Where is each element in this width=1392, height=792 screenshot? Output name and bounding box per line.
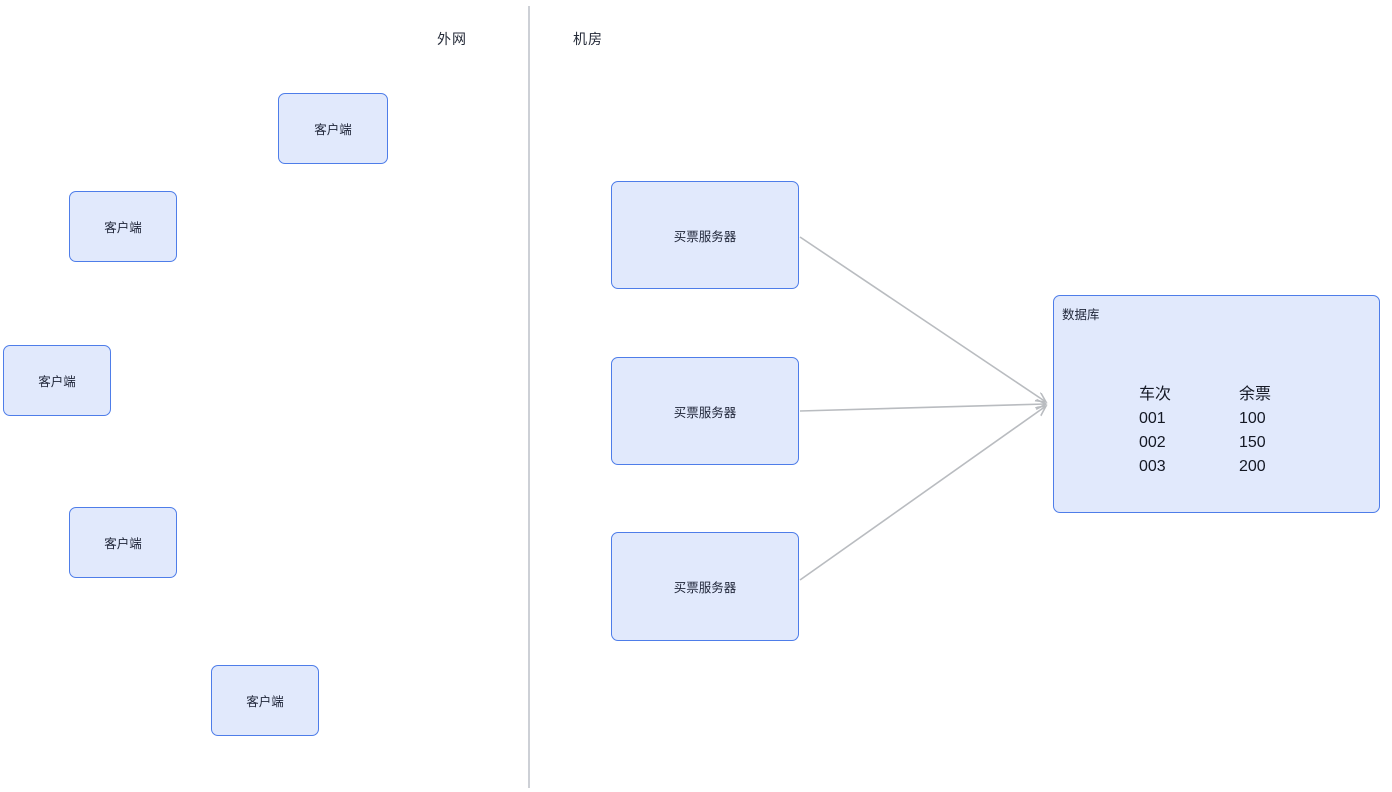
arrow-server1-to-database [799,236,1046,402]
ticket-server-label: 买票服务器 [673,581,737,595]
ticket-server-label: 买票服务器 [673,229,737,244]
table-cell-train: 002 [1139,434,1166,451]
zone-label-server-room: 机房 [573,31,603,47]
ticket-server-label: 买票服务器 [673,405,737,420]
ticket-server-node-2[interactable]: 买票服务器 [611,357,799,465]
zone-divider-line [528,6,530,788]
zone-label-external-network: 外网 [437,31,467,47]
client-node-1[interactable]: 客户端 [278,93,388,164]
table-cell-train: 001 [1139,410,1166,427]
table-header-tickets: 余票 [1239,386,1272,403]
database-node[interactable]: 数据库 车次 余票 001 100 002 150 003 200 [1053,295,1380,513]
table-cell-train: 003 [1139,458,1166,475]
arrow-server3-to-database [799,406,1046,581]
ticket-server-node-3[interactable]: 买票服务器 [611,532,799,641]
client-node-4[interactable]: 客户端 [69,507,177,578]
table-header-train: 车次 [1139,386,1172,403]
client-node-label: 客户端 [104,537,142,551]
ticket-server-node-1[interactable]: 买票服务器 [611,181,799,289]
client-node-2[interactable]: 客户端 [69,191,177,262]
database-title: 数据库 [1062,308,1100,322]
client-node-3[interactable]: 客户端 [3,345,111,416]
client-node-label: 客户端 [246,695,284,709]
client-node-label: 客户端 [38,375,76,389]
table-cell-tickets: 150 [1239,434,1266,451]
table-cell-tickets: 200 [1239,458,1266,475]
client-node-5[interactable]: 客户端 [211,665,319,736]
table-cell-tickets: 100 [1239,410,1266,427]
database-table: 车次 余票 001 100 002 150 003 200 [1139,383,1271,479]
client-node-label: 客户端 [314,123,352,137]
arrow-server2-to-database [799,404,1046,412]
client-node-label: 客户端 [104,221,142,235]
